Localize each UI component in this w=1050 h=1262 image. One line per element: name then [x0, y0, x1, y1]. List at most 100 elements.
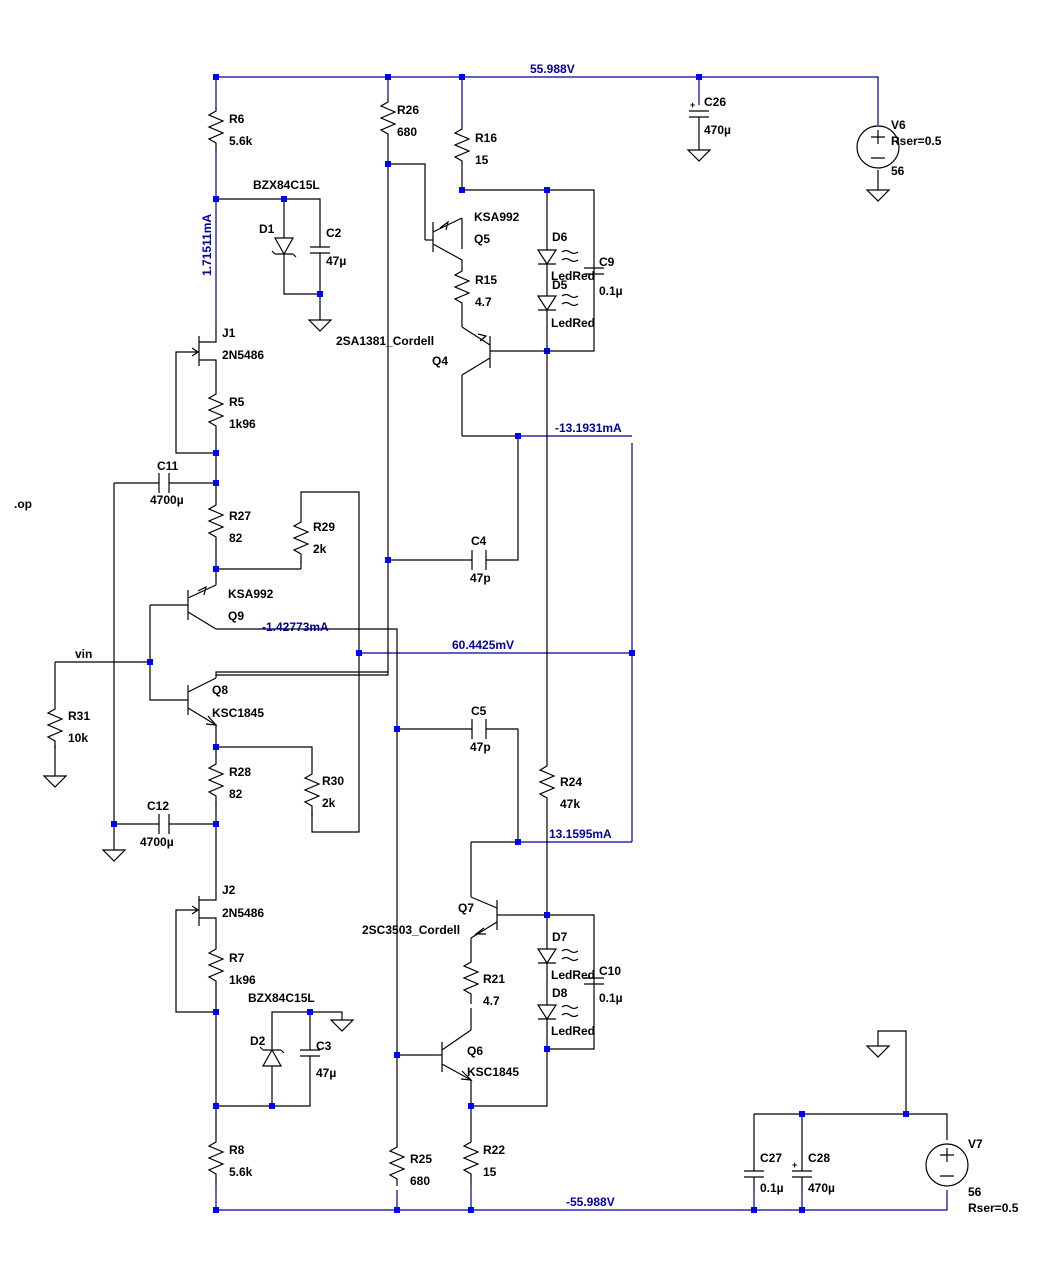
d2-model: BZX84C15L: [248, 991, 315, 1005]
v6-param: Rser=0.5: [891, 134, 942, 148]
resistor-r25: [388, 1143, 406, 1186]
c10-name: C10: [599, 964, 621, 978]
d8-name: D8: [552, 986, 568, 1000]
ground-symbols: [42, 149, 891, 1058]
d8-model: LedRed: [551, 1024, 595, 1038]
label-i-q7: 13.1595mA: [549, 827, 612, 841]
label-i-r6: 1.71511mA: [200, 214, 214, 276]
led-d7: [536, 945, 579, 970]
d7-model: LedRed: [551, 968, 595, 982]
d2-name: D2: [250, 1034, 266, 1048]
r22-value: 15: [483, 1165, 497, 1179]
r31-value: 10k: [68, 731, 88, 745]
jfet-j2: [191, 878, 217, 926]
r16-value: 15: [475, 153, 489, 167]
q9-model: KSA992: [228, 587, 274, 601]
resistor-r22: [462, 1138, 480, 1186]
r28-value: 82: [229, 787, 243, 801]
spice-directive: .op: [14, 497, 32, 511]
q7-model: 2SC3503_Cordell: [362, 923, 460, 937]
r26-value: 680: [397, 125, 417, 139]
resistor-r15: [453, 267, 471, 312]
r16-name: R16: [475, 131, 497, 145]
capacitor-c12: [158, 814, 170, 834]
svg-text:+: +: [792, 1160, 797, 1170]
q8-model: KSC1845: [212, 706, 264, 720]
bjt-q8: [187, 677, 218, 726]
label-vin: vin: [75, 647, 92, 661]
r5-value: 1k96: [229, 417, 256, 431]
capacitor-c26: +: [689, 100, 709, 130]
r30-value: 2k: [322, 796, 336, 810]
jfet-j1: [191, 322, 217, 366]
label-i-q4: -13.1931mA: [555, 421, 622, 435]
c4-value: 47p: [470, 571, 491, 585]
q4-name: Q4: [432, 354, 448, 368]
r15-name: R15: [475, 273, 497, 287]
transistor-symbols: [187, 217, 547, 1081]
c5-value: 47p: [470, 740, 491, 754]
voltage-sources: [856, 125, 969, 1187]
net-labels: 55.988V 1.71511mA -13.1931mA -1.42773mA …: [14, 62, 622, 1209]
d5-name: D5: [552, 278, 568, 292]
resistor-r5: [207, 390, 225, 434]
resistor-r21: [462, 958, 480, 1004]
c11-name: C11: [157, 459, 179, 473]
zener-d1: [271, 228, 297, 262]
c3-name: C3: [316, 1039, 332, 1053]
r5-name: R5: [229, 395, 245, 409]
svg-text:+: +: [690, 100, 695, 110]
v7-name: V7: [968, 1137, 983, 1151]
bjt-q4: [461, 326, 547, 376]
capacitor-c5: [471, 719, 487, 739]
q8-name: Q8: [212, 683, 228, 697]
label-v-neg: -55.988V: [566, 1195, 615, 1209]
bjt-q7: [470, 896, 512, 939]
v7-value: 56: [968, 1185, 982, 1199]
r27-name: R27: [229, 509, 251, 523]
c5-name: C5: [471, 704, 487, 718]
diode-symbols: [259, 228, 579, 1072]
d1-model: BZX84C15L: [253, 178, 320, 192]
q5-name: Q5: [474, 232, 490, 246]
ground-c26: [686, 149, 712, 162]
q4-model: 2SA1381_Cordell: [336, 334, 434, 348]
r15-value: 4.7: [475, 295, 492, 309]
resistor-r31: [46, 705, 64, 749]
c10-value: 0.1µ: [599, 991, 623, 1005]
r29-value: 2k: [313, 542, 327, 556]
capacitor-symbols: + +: [158, 100, 812, 1190]
v6-value: 56: [891, 164, 905, 178]
label-v-pos: 55.988V: [530, 62, 575, 76]
r31-name: R31: [68, 709, 90, 723]
c12-name: C12: [147, 799, 169, 813]
bjt-q6: [432, 1029, 473, 1081]
q6-model: KSC1845: [467, 1065, 519, 1079]
capacitor-c3: [300, 1049, 320, 1074]
capacitor-c28: +: [792, 1160, 812, 1190]
c9-name: C9: [599, 255, 615, 269]
capacitor-c4: [471, 550, 487, 570]
led-d6: [536, 242, 579, 266]
c2-name: C2: [326, 226, 342, 240]
r24-value: 47k: [560, 797, 580, 811]
capacitor-c9: [584, 267, 604, 275]
resistor-r27: [207, 501, 225, 546]
resistor-r26: [379, 98, 397, 144]
resistor-r30: [303, 770, 321, 816]
led-d8: [536, 1000, 579, 1025]
q6-name: Q6: [467, 1044, 483, 1058]
capacitor-c2: [310, 222, 330, 256]
q5-model: KSA992: [474, 210, 520, 224]
j1-name: J1: [222, 326, 236, 340]
r6-value: 5.6k: [229, 134, 253, 148]
resistor-r29: [292, 518, 310, 563]
resistor-r6: [207, 107, 225, 152]
c28-name: C28: [808, 1151, 830, 1165]
r25-value: 680: [410, 1174, 430, 1188]
ground-c12: [101, 849, 127, 862]
r29-name: R29: [313, 520, 335, 534]
r28-name: R28: [229, 765, 251, 779]
ground-r31: [42, 775, 68, 788]
